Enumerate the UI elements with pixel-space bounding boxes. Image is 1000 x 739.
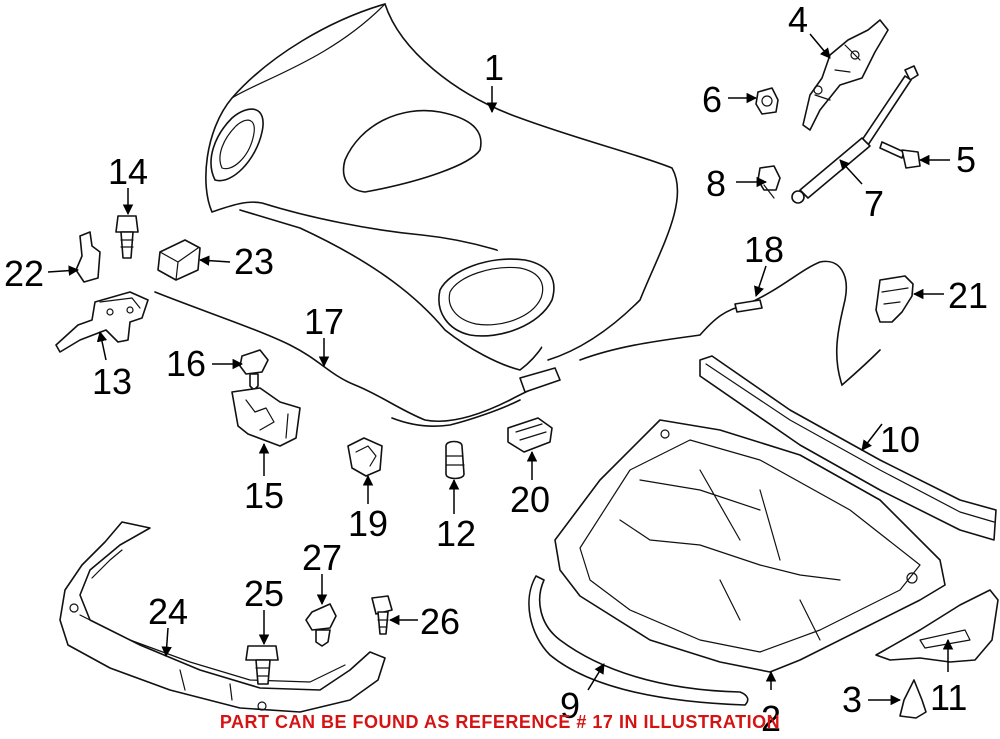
guide-15 (231, 387, 301, 447)
deflector-11 (875, 589, 999, 663)
latch-13 (55, 291, 149, 353)
bracket-22 (75, 231, 101, 283)
cable-18 (579, 260, 881, 387)
callout-10: 10 (880, 419, 920, 460)
callout-16: 16 (166, 343, 206, 384)
bolt-5 (879, 141, 921, 169)
push-pin-16 (239, 349, 269, 391)
callout-7: 7 (864, 183, 884, 224)
reference-note: PART CAN BE FOUND AS REFERENCE # 17 IN I… (220, 712, 780, 732)
clip-19 (347, 437, 383, 477)
gas-strut (791, 65, 919, 204)
callout-2: 2 (761, 698, 781, 739)
hood-hinge (802, 19, 889, 131)
callout-1: 1 (484, 47, 504, 88)
callout-21: 21 (948, 275, 988, 316)
callout-14: 14 (108, 151, 148, 192)
clip-3 (899, 679, 927, 719)
callout-17: 17 (304, 301, 344, 342)
callout-11: 11 (930, 677, 967, 718)
nut-6 (755, 87, 779, 115)
insulation-pad-2 (554, 419, 946, 673)
leader-lines (47, 33, 954, 706)
callout-23: 23 (234, 241, 274, 282)
callout-13: 13 (92, 361, 132, 402)
callout-20: 20 (510, 479, 550, 520)
callout-8: 8 (706, 163, 726, 204)
bolt-26 (371, 595, 393, 635)
hood (205, 3, 679, 371)
callout-labels: 1 2 3 4 5 6 7 8 9 10 11 12 13 14 15 16 1… (4, 0, 988, 739)
callout-9: 9 (560, 685, 580, 726)
bracket-21 (875, 275, 914, 323)
seal-strip-10 (699, 355, 997, 541)
bump-stop-12 (445, 440, 465, 480)
callout-3: 3 (842, 679, 862, 720)
callout-22: 22 (4, 253, 44, 294)
bolt-25 (245, 645, 279, 685)
callout-12: 12 (436, 513, 476, 554)
seal-9 (528, 575, 749, 706)
front-panel-24 (59, 521, 386, 713)
callout-25: 25 (244, 573, 284, 614)
callout-5: 5 (956, 139, 976, 180)
connector-20 (507, 417, 553, 453)
callout-26: 26 (420, 601, 460, 642)
callout-18: 18 (744, 229, 784, 270)
callout-24: 24 (148, 591, 188, 632)
callout-27: 27 (302, 537, 342, 578)
callout-15: 15 (244, 475, 284, 516)
callout-4: 4 (788, 0, 808, 40)
push-clip-27 (305, 603, 337, 647)
callout-19: 19 (348, 503, 388, 544)
bolt-14 (115, 215, 139, 259)
callout-6: 6 (702, 79, 722, 120)
release-cable (154, 291, 561, 427)
buffer-23 (157, 239, 201, 281)
